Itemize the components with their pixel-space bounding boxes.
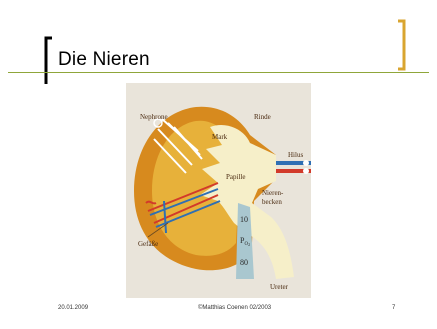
label-nierenbecken-line1: Nieren- [262,189,284,197]
kidney-diagram: Nephrone Rinde Mark Hilus Papille Nieren… [126,83,311,298]
footer-page-number: 7 [392,305,395,311]
label-gefaesse: Gefäße [138,240,158,248]
label-mark: Mark [212,133,228,141]
slide-title: Die Nieren [58,49,150,71]
label-nephrone: Nephrone [140,113,168,121]
label-papille: Papille [226,173,245,181]
footer-date: 20.01.2009 [58,305,88,311]
scale-value-bottom: 80 [240,258,248,267]
title-divider [8,72,429,73]
right-bracket-decoration [397,19,407,71]
label-nierenbecken-line2: becken [262,198,282,206]
footer-copyright: ©Matthias Coenen 02/2003 [198,305,271,311]
scale-value-top: 10 [240,215,248,224]
left-bracket-decoration [43,36,53,86]
label-hilus: Hilus [288,151,303,159]
label-ureter: Ureter [270,283,289,291]
label-rinde: Rinde [254,113,271,121]
